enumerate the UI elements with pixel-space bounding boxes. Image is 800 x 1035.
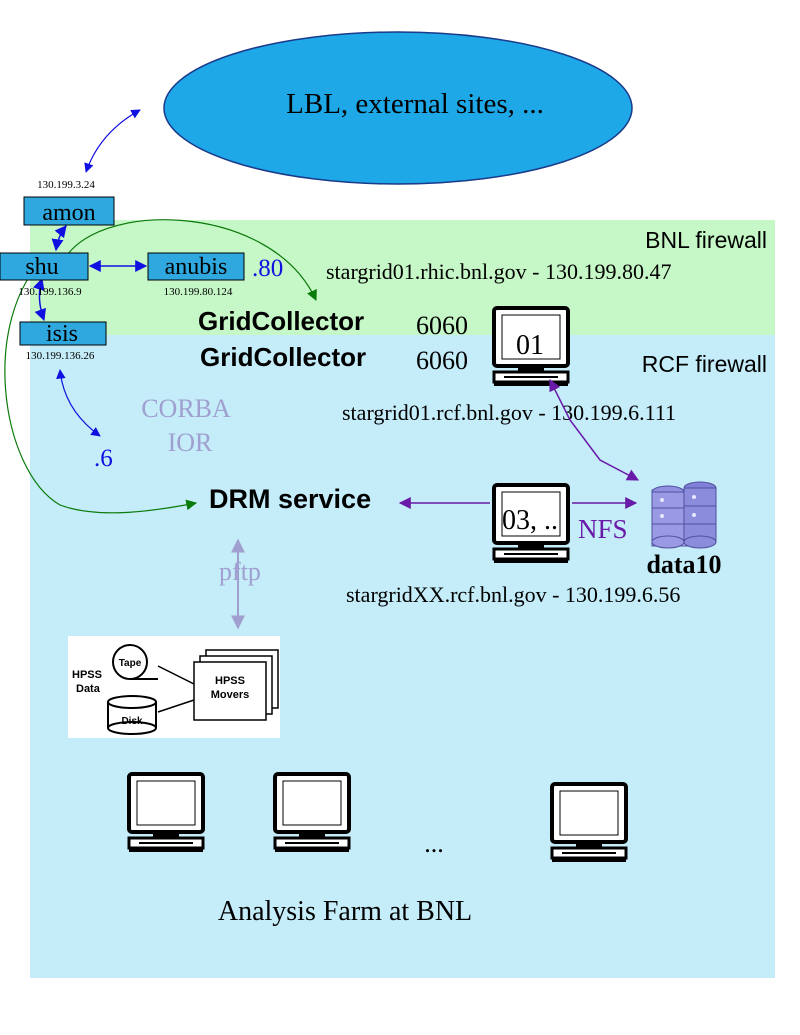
host-isis-box bbox=[19, 321, 107, 346]
hpss-movers-line2: Movers bbox=[211, 689, 250, 701]
farm-computer-2 bbox=[273, 772, 351, 854]
host-isis: isis 130.199.136.26 bbox=[19, 321, 107, 362]
hpss-data-label-line2: Data bbox=[76, 683, 101, 695]
server-03-label: 03, .. bbox=[502, 505, 558, 536]
shu-gridcollector-arrow bbox=[61, 219, 317, 301]
host-shu: shu 130.199.136.9 bbox=[0, 252, 89, 298]
hpss-data-label-line1: HPSS bbox=[72, 669, 102, 681]
server01-data10-arrow bbox=[549, 378, 640, 481]
hpss-movers-line1: HPSS bbox=[215, 675, 245, 687]
amon-shu-arrow bbox=[51, 225, 67, 252]
host-shu-name: shu bbox=[25, 254, 58, 280]
stargrid01-rhic-label: stargrid01.rhic.bnl.gov - 130.199.80.47 bbox=[326, 259, 671, 284]
shu-drm-arrow bbox=[4, 255, 198, 514]
isis-rcf-arrow bbox=[56, 369, 101, 437]
host-anubis-box bbox=[147, 252, 245, 281]
stargrid01-rcf-label: stargrid01.rcf.bnl.gov - 130.199.6.111 bbox=[342, 400, 676, 425]
shu-isis-arrow bbox=[33, 277, 46, 322]
tape-label: Tape bbox=[119, 658, 142, 669]
gridcollector-rcf-label: GridCollector bbox=[200, 342, 366, 372]
external-sites-label: LBL, external sites, ... bbox=[286, 88, 544, 120]
hpss-diagram: HPSS Data Tape Disk HPSS Movers bbox=[68, 636, 280, 738]
ior-label: IOR bbox=[168, 428, 213, 457]
data10-storage-icon bbox=[651, 481, 717, 549]
subnet-80-label: .80 bbox=[252, 255, 283, 282]
host-anubis-ip: 130.199.80.124 bbox=[164, 286, 233, 298]
hpss-movers-icon bbox=[193, 649, 279, 721]
gridcollector-bnl-port: 6060 bbox=[416, 311, 468, 340]
host-amon-name: amon bbox=[42, 200, 95, 226]
stargridxx-rcf-label: stargridXX.rcf.bnl.gov - 130.199.6.56 bbox=[346, 582, 680, 607]
drm-service-label: DRM service bbox=[209, 484, 371, 514]
tape-icon bbox=[112, 644, 158, 680]
farm-caption: Analysis Farm at BNL bbox=[218, 896, 472, 927]
host-anubis-name: anubis bbox=[165, 254, 228, 280]
farm-computer-1 bbox=[127, 772, 205, 854]
disk-label: Disk bbox=[121, 716, 143, 727]
rcf-firewall-label: RCF firewall bbox=[642, 351, 767, 377]
host-amon-ip: 130.199.3.24 bbox=[37, 179, 95, 191]
gridcollector-bnl-label: GridCollector bbox=[198, 306, 364, 336]
host-shu-box bbox=[0, 252, 89, 281]
external-sites-ellipse bbox=[163, 31, 633, 185]
host-amon: 130.199.3.24 amon bbox=[23, 179, 115, 226]
bnl-firewall-label: BNL firewall bbox=[645, 227, 767, 253]
pftp-label: pftp bbox=[219, 557, 261, 586]
gridcollector-rcf-port: 6060 bbox=[416, 346, 468, 375]
host-isis-ip: 130.199.136.26 bbox=[26, 350, 95, 362]
farm-computer-3 bbox=[550, 782, 628, 864]
disk-icon bbox=[107, 695, 157, 735]
server-01-label: 01 bbox=[516, 330, 544, 361]
farm-ellipsis: ... bbox=[424, 829, 444, 858]
server-03-computer: 03, .. bbox=[492, 483, 570, 565]
nfs-label: NFS bbox=[578, 514, 628, 544]
server-01-computer: 01 bbox=[492, 306, 570, 388]
host-anubis: anubis 130.199.80.124 bbox=[147, 252, 245, 298]
subnet-6-label: .6 bbox=[94, 445, 113, 472]
host-isis-name: isis bbox=[46, 321, 78, 347]
amon-external-arrow bbox=[84, 109, 141, 173]
corba-label: CORBA bbox=[141, 394, 231, 423]
host-shu-ip: 130.199.136.9 bbox=[18, 286, 82, 298]
host-amon-box bbox=[23, 196, 115, 226]
data10-label: data10 bbox=[646, 550, 721, 579]
